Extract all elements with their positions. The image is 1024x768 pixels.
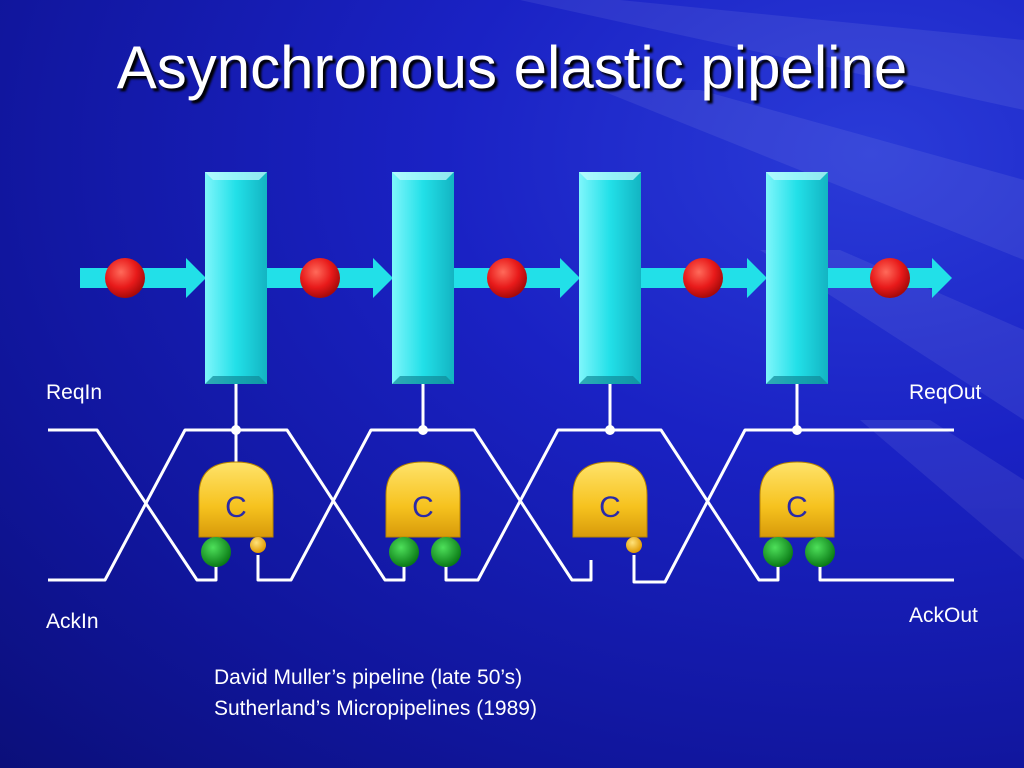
state-dot-green	[763, 537, 793, 567]
data-token	[487, 258, 527, 298]
register-latch	[205, 172, 267, 384]
c-element-label: C	[786, 491, 808, 524]
register-latch	[392, 172, 454, 384]
state-dot-green	[389, 537, 419, 567]
req-out-label: ReqOut	[909, 381, 982, 404]
wire-junction	[792, 425, 802, 435]
wire-junctions	[231, 425, 802, 435]
state-dot-green	[431, 537, 461, 567]
slide-title: Asynchronous elastic pipeline	[116, 34, 908, 101]
register-latch	[766, 172, 828, 384]
note-line: Sutherland’s Micropipelines (1989)	[214, 697, 537, 720]
wire-junction	[231, 425, 241, 435]
pipeline-registers	[205, 172, 828, 384]
register-latch	[579, 172, 641, 384]
state-dot-yellow	[250, 537, 266, 553]
c-element: C	[198, 461, 274, 567]
history-notes: David Muller’s pipeline (late 50’s) Suth…	[214, 662, 537, 724]
req-in-label: ReqIn	[46, 381, 103, 404]
c-element: C	[385, 461, 461, 567]
c-element-label: C	[599, 491, 621, 524]
state-dot-yellow	[626, 537, 642, 553]
data-token	[105, 258, 145, 298]
wire-junction	[605, 425, 615, 435]
ack-in-label: AckIn	[46, 610, 99, 633]
note-line: David Muller’s pipeline (late 50’s)	[214, 666, 523, 689]
c-element-label: C	[412, 491, 434, 524]
data-tokens	[105, 258, 910, 298]
state-dot-green	[201, 537, 231, 567]
data-token	[870, 258, 910, 298]
data-token	[683, 258, 723, 298]
wire-junction	[418, 425, 428, 435]
c-element-label: C	[225, 491, 247, 524]
ack-out-label: AckOut	[909, 604, 978, 627]
data-token	[300, 258, 340, 298]
c-element: C	[759, 461, 835, 567]
c-element: C	[572, 461, 648, 553]
state-dot-green	[805, 537, 835, 567]
